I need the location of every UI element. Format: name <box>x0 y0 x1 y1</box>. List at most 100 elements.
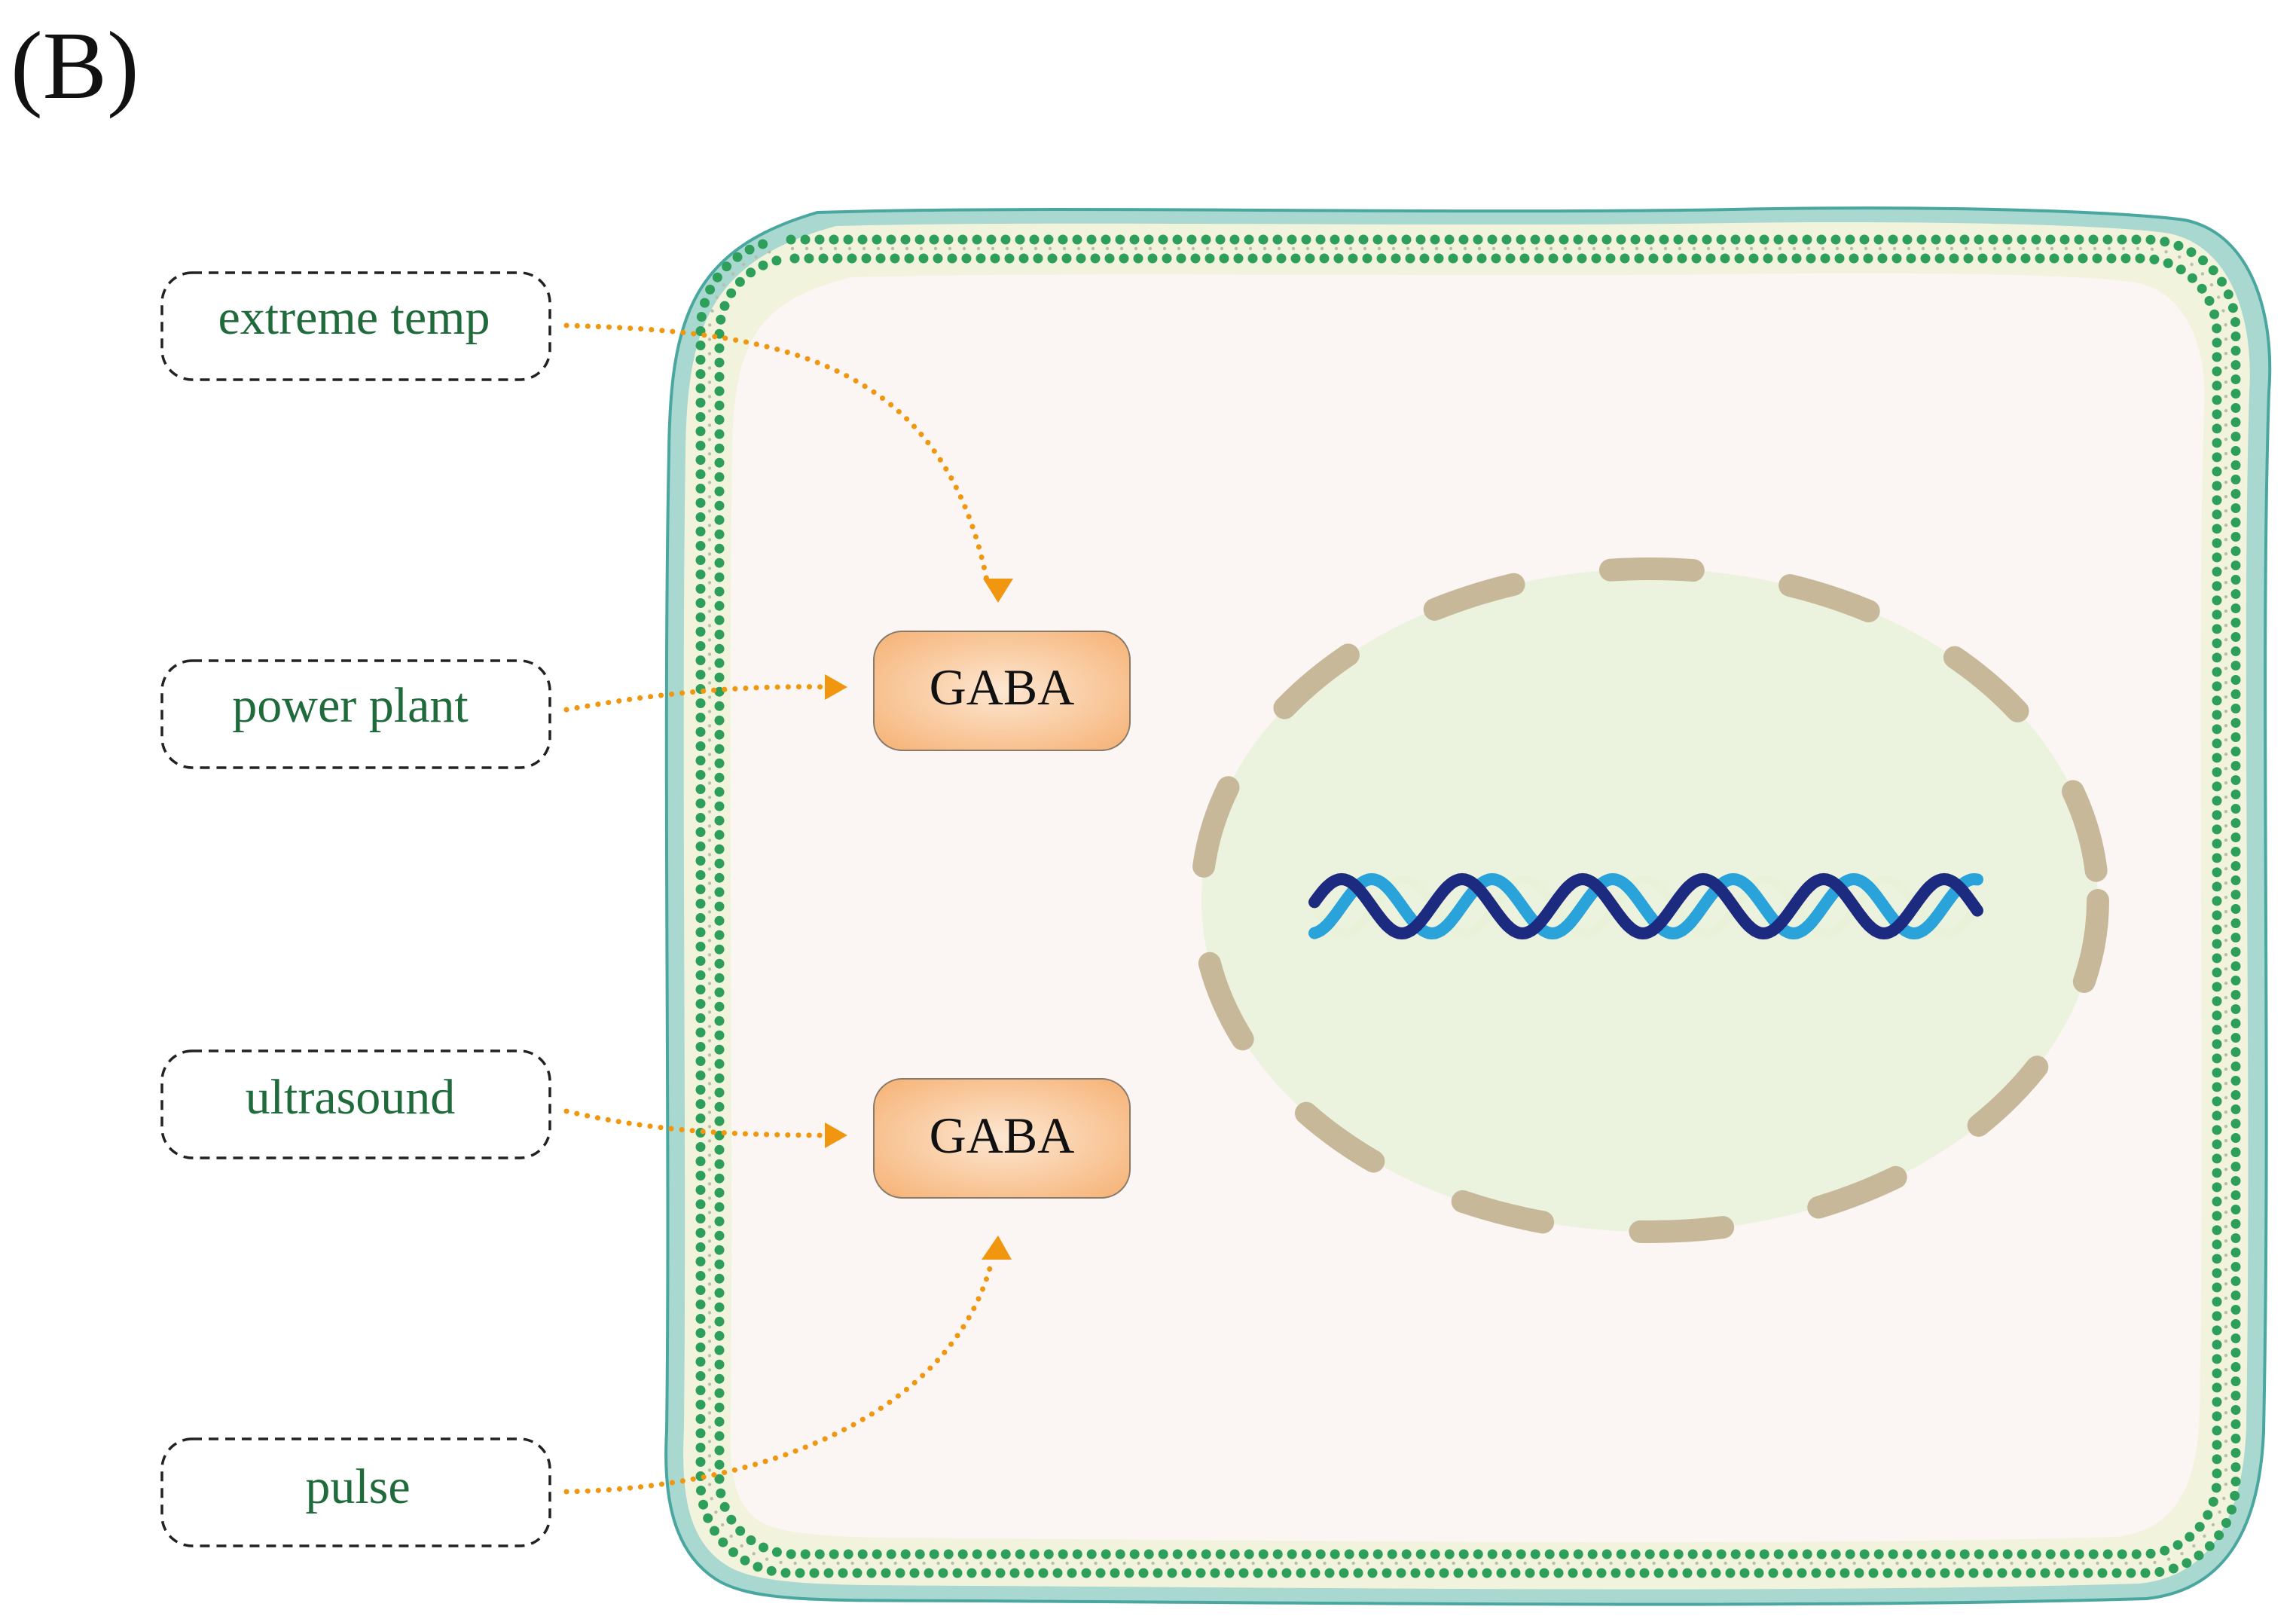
lipid-tail <box>2224 323 2227 327</box>
lipid-tail <box>1638 1561 1641 1565</box>
lipid-head-outer <box>696 312 707 322</box>
lipid-tail <box>2224 1425 2228 1429</box>
lipid-head-inner <box>734 276 745 287</box>
lipid-head-inner <box>714 801 725 811</box>
lipid-tail <box>707 681 712 685</box>
lipid-tail <box>979 1561 983 1565</box>
lipid-head-inner <box>1076 253 1086 264</box>
lipid-tail <box>1320 246 1324 251</box>
lipid-head-inner <box>1830 1549 1841 1559</box>
lipid-head-outer <box>695 598 706 608</box>
lipid-head-outer <box>1138 1568 1149 1578</box>
lipid-head-outer <box>1181 1568 1192 1578</box>
lipid-head-outer <box>914 234 925 245</box>
lipid-head-inner <box>961 253 972 264</box>
lipid-head-outer <box>695 469 706 479</box>
lipid-head-outer <box>2230 603 2241 613</box>
lipid-head-inner <box>714 758 725 768</box>
lipid-head-inner <box>2045 1549 2056 1559</box>
lipid-tail <box>1165 1561 1169 1565</box>
lipid-head-inner <box>1834 253 1845 264</box>
lipid-head-inner <box>714 729 725 740</box>
lipid-head-inner <box>972 1549 982 1559</box>
lipid-head-outer <box>695 1099 706 1109</box>
lipid-head-inner <box>1630 1549 1641 1559</box>
lipid-head-outer <box>1496 1568 1507 1578</box>
lipid-head-outer <box>695 1328 706 1338</box>
lipid-head-inner <box>1229 1549 1240 1559</box>
lipid-tail <box>1681 1561 1684 1565</box>
lipid-head-outer <box>2230 661 2241 670</box>
lipid-tail <box>2224 595 2228 599</box>
lipid-tail <box>707 1268 712 1272</box>
lipid-head-inner <box>2212 1053 2222 1064</box>
lipid-head-outer <box>1424 1568 1435 1578</box>
lipid-head-inner <box>2212 1254 2222 1264</box>
lipid-head-inner <box>1376 253 1387 264</box>
lipid-tail <box>876 246 881 251</box>
lipid-tail <box>2224 1211 2228 1214</box>
lipid-tail <box>962 246 966 251</box>
lipid-tail <box>707 939 712 942</box>
lipid-head-outer <box>1945 234 1956 245</box>
lipid-tail <box>1452 1561 1455 1565</box>
lipid-tail <box>2224 409 2228 413</box>
lipid-head-inner <box>1487 1549 1498 1559</box>
nuclear-envelope <box>1190 557 2109 1243</box>
lipid-tail <box>1248 246 1253 251</box>
lipid-tail <box>1437 1561 1441 1565</box>
lipid-tail <box>707 438 712 441</box>
lipid-head-inner <box>2063 253 2074 264</box>
lipid-head-inner <box>943 1549 954 1559</box>
arrow-heads <box>825 579 1013 1260</box>
lipid-tail <box>1867 1561 1870 1565</box>
lipid-head-inner <box>2212 695 2222 706</box>
lipid-head-outer <box>695 1242 706 1252</box>
lipid-tail <box>1377 246 1382 251</box>
lipid-tail <box>2224 896 2228 900</box>
lipid-head-outer <box>2194 1550 2204 1561</box>
lipid-head-outer <box>744 244 755 255</box>
lipid-head-inner <box>1934 253 1945 264</box>
lipid-head-outer <box>1811 1568 1821 1578</box>
lipid-tail <box>936 1561 940 1565</box>
lipid-tail <box>768 250 771 254</box>
lipid-head-outer <box>1129 234 1140 245</box>
lipid-head-inner <box>714 1459 725 1470</box>
lipid-head-inner <box>1433 253 1444 264</box>
lipid-tail <box>1795 1561 1799 1565</box>
lipid-tail <box>2078 246 2083 251</box>
lipid-tail <box>707 380 712 384</box>
lipid-head-outer <box>1453 1568 1464 1578</box>
lipid-head-inner <box>714 400 725 411</box>
lipid-tail <box>1738 1561 1742 1565</box>
lipid-head-outer <box>2230 1405 2241 1415</box>
lipid-head-outer <box>1630 234 1641 245</box>
lipid-head-inner <box>1501 1549 1512 1559</box>
lipid-tail <box>879 1561 883 1565</box>
lipid-head-outer <box>1539 1568 1549 1578</box>
lipid-head-inner <box>714 586 725 597</box>
lipid-tail <box>707 695 712 699</box>
lipid-tail <box>2224 1483 2228 1486</box>
lipid-head-inner <box>1763 253 1773 264</box>
lipid-tail <box>707 867 712 871</box>
lipid-tail <box>1391 246 1396 251</box>
lipid-head-inner <box>1562 253 1573 264</box>
lipid-head-inner <box>829 1549 839 1559</box>
lipid-tail <box>729 1534 733 1538</box>
lipid-head-outer <box>823 1568 834 1578</box>
lipid-head-outer <box>1458 234 1469 245</box>
lipid-head-outer <box>758 239 768 249</box>
lipid-head-outer <box>695 584 706 594</box>
lipid-head-outer <box>938 1568 948 1578</box>
lipid-head-outer <box>1143 234 1154 245</box>
lipid-tail <box>707 838 712 842</box>
lipid-head-outer <box>1224 1568 1235 1578</box>
lipid-head-inner <box>1004 253 1015 264</box>
lipid-tail <box>1280 1561 1284 1565</box>
lipid-head-inner <box>1673 1549 1684 1559</box>
lipid-head-inner <box>714 1101 725 1112</box>
lipid-head-inner <box>1090 253 1101 264</box>
lipid-head-inner <box>714 915 725 926</box>
